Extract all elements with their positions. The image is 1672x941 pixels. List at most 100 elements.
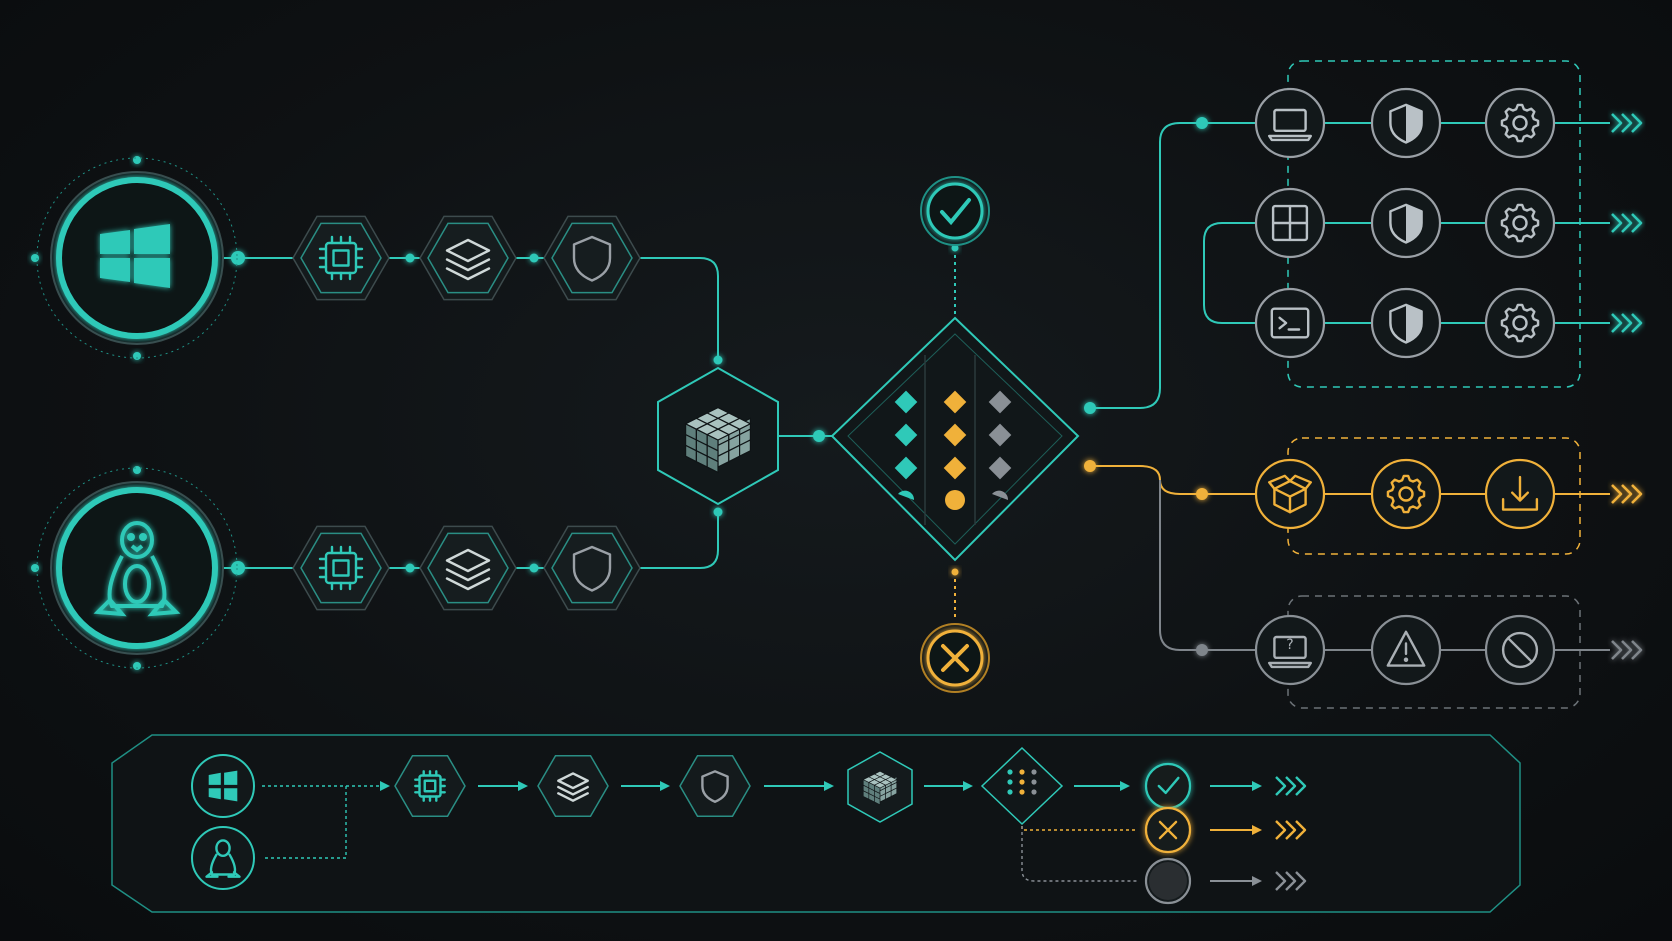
merge-cube-node[interactable] <box>657 366 779 506</box>
output-node-gear[interactable] <box>1484 287 1556 359</box>
connector <box>636 512 719 569</box>
output-node-shield-filled[interactable] <box>1370 187 1442 259</box>
legend-ring <box>191 754 255 818</box>
legend-step-cube-grid[interactable] <box>847 751 913 823</box>
node-ring <box>1254 458 1326 530</box>
terminal-icon <box>1270 307 1310 339</box>
connector-dot <box>713 355 723 365</box>
laptop-icon <box>1268 108 1312 142</box>
gray-output-row: ? <box>1254 614 1643 686</box>
output-node-shield-filled[interactable] <box>1370 287 1442 359</box>
connector-dot <box>133 466 141 474</box>
check-icon <box>1157 776 1180 795</box>
output-node-package-box[interactable] <box>1254 458 1326 530</box>
amber-output-panel <box>1287 437 1581 555</box>
chevrons-right-icon <box>1295 871 1307 891</box>
connector <box>1159 480 1254 651</box>
output-node-gear[interactable] <box>1484 87 1556 159</box>
diamond-matrix-icon <box>894 355 1012 525</box>
blocked-circle-icon <box>1501 631 1539 669</box>
connector-dot <box>133 156 141 164</box>
node-ring <box>1484 187 1556 259</box>
chevrons-right-icon <box>1611 640 1623 660</box>
connector-dot <box>1196 644 1208 656</box>
connector-dot <box>1196 488 1208 500</box>
chevrons-right-icon <box>1611 213 1623 233</box>
matrix-cell <box>894 456 918 480</box>
chevrons-right-icon <box>1621 484 1633 504</box>
teal-output-row <box>1254 87 1643 159</box>
linux-source-node[interactable] <box>36 467 238 669</box>
layers-icon <box>445 548 491 591</box>
chevrons-right-icon <box>1275 871 1287 891</box>
output-node-terminal[interactable] <box>1254 287 1326 359</box>
arrowhead-icon <box>824 781 834 791</box>
chevrons-right-icon <box>1285 776 1297 796</box>
legend-result-ring <box>1144 762 1192 810</box>
output-node-laptop-question[interactable]: ? <box>1254 614 1326 686</box>
legend-step-layers[interactable] <box>537 754 609 818</box>
matrix-cell <box>988 423 1012 447</box>
chevrons-right-icon <box>1285 871 1297 891</box>
legend-source-windows-logo[interactable] <box>191 754 255 818</box>
matrix-cell <box>988 390 1012 414</box>
gear-icon <box>1386 474 1426 514</box>
shield-filled-icon <box>1389 203 1423 244</box>
shield-filled-icon <box>1389 103 1423 144</box>
arrowhead-icon <box>1252 825 1262 835</box>
shield-icon <box>572 545 612 592</box>
output-node-blocked-circle[interactable] <box>1484 614 1556 686</box>
empty-circle-icon <box>1149 862 1187 900</box>
cpu-chip-icon <box>414 770 446 802</box>
gear-icon <box>1500 303 1540 343</box>
connector <box>1090 465 1254 495</box>
rejected-gate[interactable] <box>920 623 990 693</box>
output-node-warning-triangle[interactable] <box>1370 614 1442 686</box>
chevrons-right-icon <box>1621 640 1633 660</box>
output-node-window-grid[interactable] <box>1254 187 1326 259</box>
decision-diamond-node[interactable] <box>830 316 1080 562</box>
connector-dot <box>133 662 141 670</box>
output-node-laptop[interactable] <box>1254 87 1326 159</box>
legend-result-empty-circle[interactable] <box>1144 857 1307 905</box>
chevrons-right-icon <box>1275 820 1287 840</box>
question-mark-label: ? <box>1286 637 1293 653</box>
pipeline-step-shield[interactable] <box>543 215 641 301</box>
approved-gate[interactable] <box>920 176 990 246</box>
legend-step-diamond-matrix[interactable] <box>980 746 1064 826</box>
chevrons-right-icon <box>1631 484 1643 504</box>
cube-grid-icon <box>684 406 752 474</box>
x-close-icon <box>941 644 969 672</box>
arrowhead-icon <box>518 781 528 791</box>
legend-result-x-close[interactable] <box>1144 806 1307 854</box>
layers-icon <box>445 238 491 281</box>
chevrons-right-icon <box>1285 820 1297 840</box>
node-ring <box>1370 458 1442 530</box>
connector-dot <box>529 563 539 573</box>
connector-dot <box>405 253 415 263</box>
pipeline-step-cpu-chip[interactable] <box>292 525 390 611</box>
legend-connector <box>262 785 380 859</box>
legend-step-cpu-chip[interactable] <box>394 754 466 818</box>
legend-hexagon <box>537 754 609 818</box>
output-node-gear[interactable] <box>1370 458 1442 530</box>
legend-hexagon <box>679 754 751 818</box>
pipeline-step-cpu-chip[interactable] <box>292 215 390 301</box>
windows-logo-icon <box>208 770 238 802</box>
output-node-shield-filled[interactable] <box>1370 87 1442 159</box>
connector-dot <box>813 430 825 442</box>
chevrons-right-icon <box>1295 776 1307 796</box>
windows-source-node[interactable] <box>36 157 238 359</box>
check-icon <box>940 198 971 226</box>
download-tray-icon <box>1501 475 1539 511</box>
pipeline-step-layers[interactable] <box>419 215 517 301</box>
legend-source-linux-tux[interactable] <box>191 826 255 890</box>
pipeline-step-shield[interactable] <box>543 525 641 611</box>
connector-dot <box>405 563 415 573</box>
legend-step-shield[interactable] <box>679 754 751 818</box>
pipeline-step-layers[interactable] <box>419 525 517 611</box>
output-node-download-tray[interactable] <box>1484 458 1556 530</box>
output-node-gear[interactable] <box>1484 187 1556 259</box>
matrix-cell <box>945 490 965 510</box>
